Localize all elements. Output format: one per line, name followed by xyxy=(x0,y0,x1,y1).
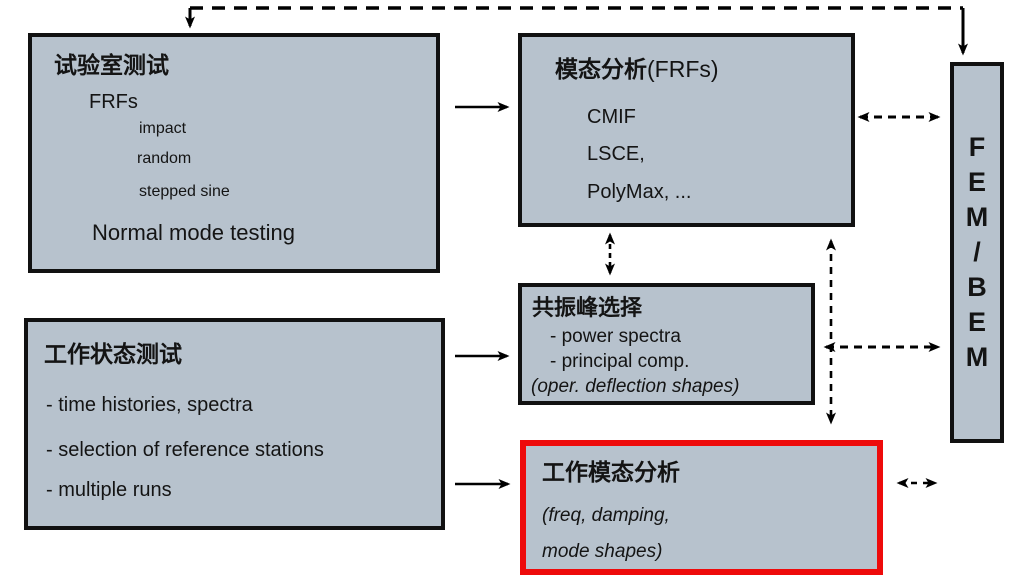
op-modal-freq-damping: (freq, damping, xyxy=(542,505,670,526)
lab-test-normal-mode: Normal mode testing xyxy=(92,220,295,245)
resonance-power-spectra: - power spectra xyxy=(550,326,681,347)
operational-test-time-histories: - time histories, spectra xyxy=(46,394,253,416)
fem-bem-letter: E xyxy=(967,307,986,337)
op-modal-mode-shapes: mode shapes) xyxy=(542,541,663,562)
fem-bem-letter: M xyxy=(965,202,989,232)
lab-test-stepped-sine: stepped sine xyxy=(139,183,230,200)
lab-test-box: 试验室测试 FRFs impact random stepped sine No… xyxy=(28,33,440,273)
operational-test-title: 工作状态测试 xyxy=(44,341,182,367)
operational-test-box: 工作状态测试 - time histories, spectra - selec… xyxy=(24,318,445,530)
operational-test-reference-stations: - selection of reference stations xyxy=(46,439,324,461)
resonance-odf-note: (oper. deflection shapes) xyxy=(531,376,740,397)
op-modal-title: 工作模态分析 xyxy=(542,459,680,485)
fem-bem-letter: M xyxy=(965,342,989,372)
lab-test-impact: impact xyxy=(139,120,187,137)
fem-bem-box: F E M / B E M xyxy=(950,62,1004,443)
modal-analysis-cmif: CMIF xyxy=(587,106,636,128)
lab-test-random: random xyxy=(137,150,192,167)
fem-bem-letter: / xyxy=(973,237,981,267)
lab-test-frfs: FRFs xyxy=(89,91,138,113)
modal-analysis-title-en: (FRFs) xyxy=(647,56,719,82)
fem-bem-letter: E xyxy=(967,167,986,197)
modal-analysis-box: 模态分析(FRFs) CMIF LSCE, PolyMax, ... xyxy=(518,33,855,227)
resonance-selection-box: 共振峰选择 - power spectra - principal comp. … xyxy=(518,283,815,405)
lab-test-title: 试验室测试 xyxy=(54,52,169,78)
operational-modal-analysis-box: 工作模态分析 (freq, damping, mode shapes) xyxy=(520,440,883,575)
modal-analysis-lsce: LSCE, xyxy=(587,143,645,165)
resonance-principal-comp: - principal comp. xyxy=(550,351,690,372)
modal-analysis-title: 模态分析(FRFs) xyxy=(555,56,719,84)
operational-test-multiple-runs: - multiple runs xyxy=(46,479,172,501)
resonance-selection-title: 共振峰选择 xyxy=(532,295,643,320)
fem-bem-letter: B xyxy=(967,272,987,302)
modal-analysis-title-cn: 模态分析 xyxy=(555,56,647,82)
modal-analysis-polymax: PolyMax, ... xyxy=(587,181,692,203)
fem-bem-letter: F xyxy=(968,132,986,162)
